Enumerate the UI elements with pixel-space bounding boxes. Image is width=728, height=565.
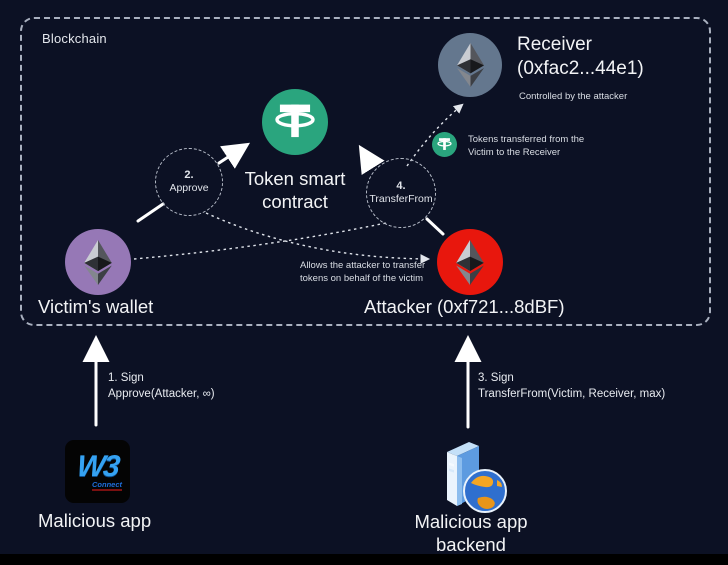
attacker-label: Attacker (0xf721...8dBF) (364, 296, 565, 317)
receiver-title: Receiver (517, 34, 592, 55)
step3-line2: TransferFrom(Victim, Receiver, max) (478, 388, 666, 400)
arrow-transferfrom-to-token (358, 144, 385, 175)
backend-label-line2: backend (436, 534, 506, 555)
tokens-transferred-line1: Tokens transferred from the (468, 134, 585, 145)
arrow-approve-to-token (217, 142, 251, 169)
blockchain-panel (20, 17, 711, 326)
backend-label-line1: Malicious app (414, 511, 528, 532)
arrow-victim-to-approve (136, 202, 165, 223)
token-contract-label: Token smart contract (215, 167, 375, 213)
blockchain-label: Blockchain (42, 31, 107, 46)
receiver-label: Receiver (0xfac2...44e1) (517, 33, 644, 81)
allowance-note-line2: tokens on behalf of the victim (300, 273, 424, 284)
attacker-ethereum-icon (437, 229, 503, 295)
allowance-note: Allows the attacker to transfer tokens o… (300, 259, 425, 285)
step-transferfrom-circle: 4. TransferFrom (366, 158, 436, 228)
tokens-transferred-line2: Victim to the Receiver (468, 147, 561, 158)
server-globe-icon (447, 442, 507, 513)
arrow-attacker-to-transferfrom (425, 217, 445, 236)
w3connect-app-logo: W3 Connect (65, 440, 130, 503)
token-contract-line1: Token smart (244, 168, 346, 189)
step1-sign-text: 1. Sign Approve(Attacker, ∞) (108, 370, 215, 402)
step-approve-number: 2. (184, 169, 194, 181)
w3connect-logo-subtext: Connect (92, 479, 122, 491)
victim-wallet-ethereum-icon (65, 229, 131, 295)
tether-token-icon (262, 89, 328, 155)
malicious-app-label: Malicious app (38, 510, 152, 531)
receiver-note: Controlled by the attacker (519, 91, 628, 102)
small-tether-coin-icon (432, 132, 457, 157)
tokens-transferred-note: Tokens transferred from the Victim to th… (468, 133, 584, 159)
victim-wallet-label: Victim's wallet (38, 296, 154, 317)
step-transferfrom-number: 4. (396, 180, 406, 192)
receiver-address: (0xfac2...44e1) (517, 58, 644, 79)
allowance-note-line1: Allows the attacker to transfer (300, 260, 426, 271)
backend-label: Malicious app backend (396, 510, 546, 556)
w3connect-logo-text: W3 (75, 449, 120, 483)
bottom-black-bar (0, 554, 728, 565)
step-approve-label: Approve (169, 182, 209, 194)
step1-line2: Approve(Attacker, ∞) (108, 388, 215, 400)
dashed-arrow-transfer-to-receiver (406, 103, 464, 167)
token-contract-line2: contract (262, 191, 328, 212)
step-approve-circle: 2. Approve (155, 148, 223, 216)
step-transferfrom-label: TransferFrom (369, 193, 433, 205)
step1-line1: 1. Sign (108, 372, 144, 384)
receiver-ethereum-icon (438, 33, 502, 97)
step3-line1: 3. Sign (478, 372, 514, 384)
step3-sign-text: 3. Sign TransferFrom(Victim, Receiver, m… (478, 370, 665, 402)
